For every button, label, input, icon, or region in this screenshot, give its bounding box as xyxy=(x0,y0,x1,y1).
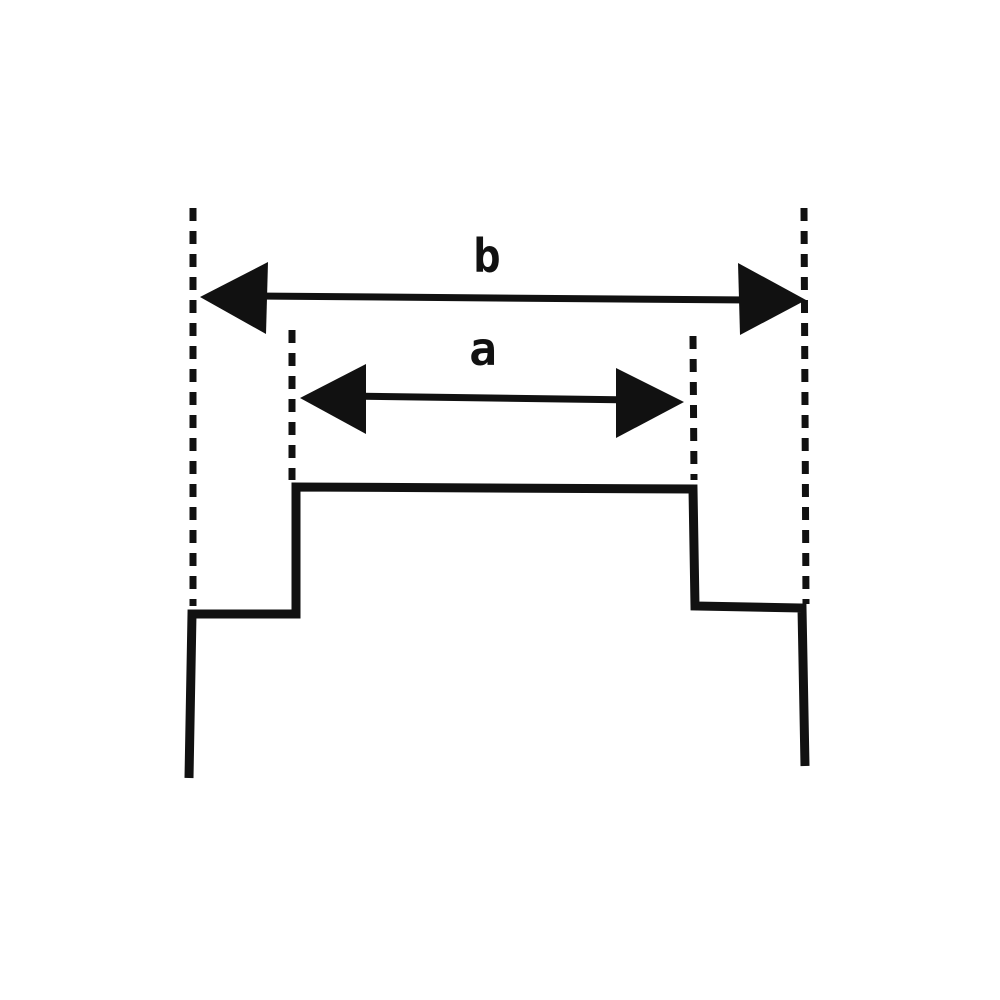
arrowhead-b-left xyxy=(200,262,268,334)
dimension-label-a: a xyxy=(469,322,497,376)
extension-line-inner-right xyxy=(689,335,698,481)
stepped-profile xyxy=(184,482,810,779)
dimension-b: b xyxy=(200,229,806,335)
dimension-line-a xyxy=(344,392,641,404)
dimension-line-b xyxy=(249,292,751,304)
arrowhead-b-right xyxy=(738,263,806,335)
arrowhead-a-right xyxy=(616,368,684,438)
extension-line-outer-right xyxy=(800,207,810,605)
dimension-a: a xyxy=(300,322,684,438)
arrowhead-a-left xyxy=(300,364,366,434)
dimension-label-b: b xyxy=(473,229,501,283)
